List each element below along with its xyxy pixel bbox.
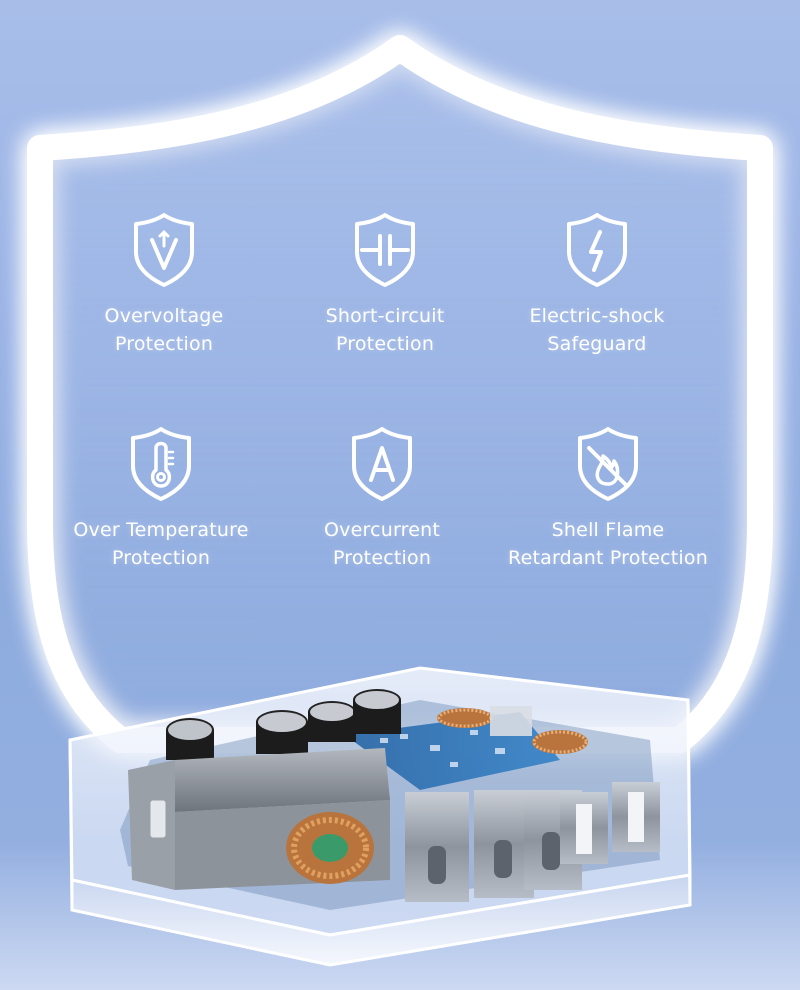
usb-ports — [405, 782, 660, 902]
short-circuit-shield-icon — [355, 213, 415, 287]
capacitors — [166, 689, 401, 760]
flame-retardant-shield-icon — [578, 427, 638, 501]
thermometer-shield-icon — [131, 427, 191, 501]
overvoltage-shield-icon — [134, 213, 194, 287]
lightning-shield-icon — [567, 213, 627, 287]
letter-a-shield-icon — [352, 427, 412, 501]
copper-coils — [286, 706, 588, 884]
